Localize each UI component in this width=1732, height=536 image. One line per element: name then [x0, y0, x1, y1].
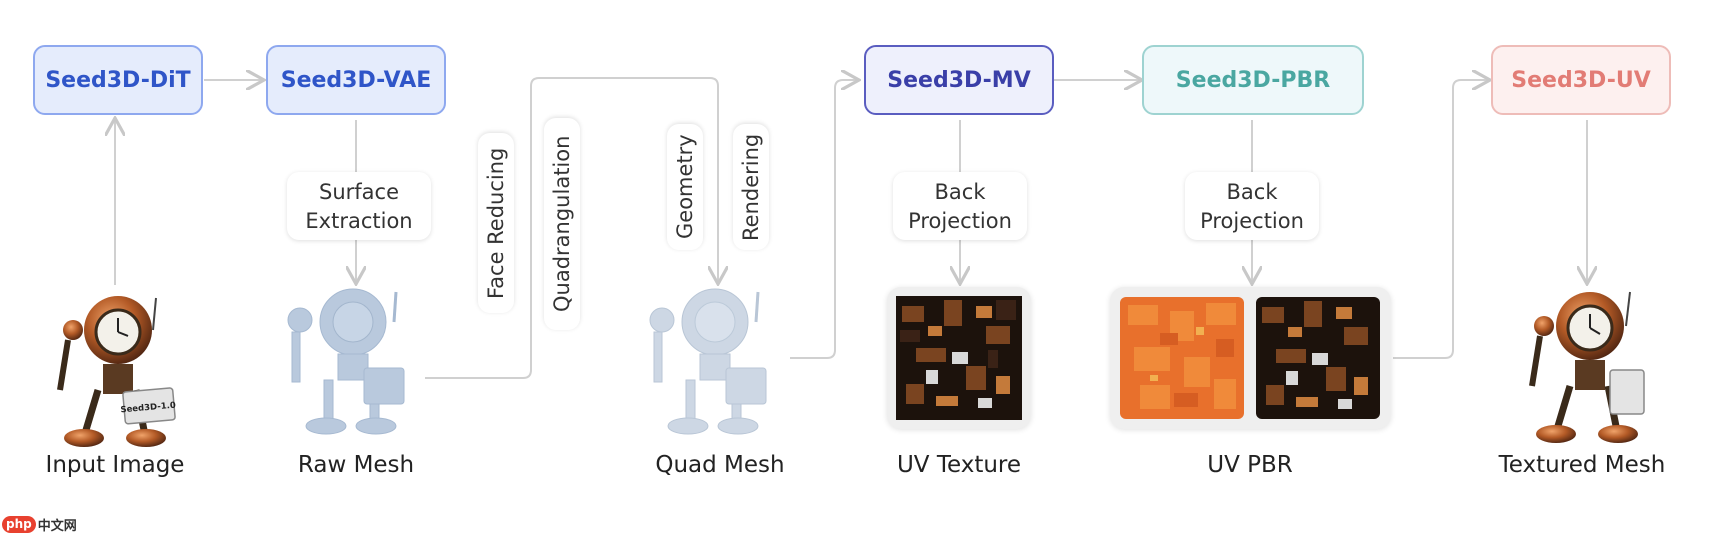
caption-uv-pbr: UV PBR [1207, 452, 1293, 478]
caption-uv-texture: UV Texture [896, 452, 1022, 478]
rendering-label: Rendering [733, 124, 769, 250]
pbr-texture-map [1256, 297, 1380, 419]
seed3d-vae-box: Seed3D-VAE [266, 45, 446, 115]
label-line: Projection [908, 209, 1012, 233]
uv-pbr-panel [1110, 287, 1391, 429]
geometry-label: Geometry [667, 124, 703, 250]
raw-mesh-image [287, 288, 405, 435]
caption-raw-mesh: Raw Mesh [297, 452, 415, 478]
seed3d-mv-box: Seed3D-MV [864, 45, 1054, 115]
quadrangulation-label: Quadrangulation [544, 118, 580, 330]
back-projection-pbr-label: Back Projection [1185, 172, 1319, 240]
label-line: Extraction [305, 209, 413, 233]
logo-php: php [2, 515, 36, 533]
logo-cn: 中文网 [37, 518, 77, 534]
php-cn-logo: php 中文网 [2, 514, 77, 534]
quad-mesh-image [649, 288, 767, 435]
uv-texture-atlas [896, 296, 1022, 420]
back-projection-mv-label: Back Projection [893, 172, 1027, 240]
uv-texture-panel [887, 287, 1031, 429]
label-line: Back [934, 180, 986, 204]
label-line: Projection [1200, 209, 1304, 233]
surface-extraction-label: Surface Extraction [287, 172, 431, 240]
caption-input-image: Input Image [45, 452, 185, 478]
input-robot-image: Seed3D-1.0 [57, 296, 176, 447]
textured-mesh-image [1529, 291, 1645, 443]
pbr-albedo-map [1120, 297, 1244, 419]
seed3d-uv-box: Seed3D-UV [1491, 45, 1671, 115]
face-reducing-label: Face Reducing [478, 133, 514, 313]
caption-quad-mesh: Quad Mesh [655, 452, 785, 478]
label-line: Surface [318, 180, 399, 204]
seed3d-dit-box: Seed3D-DiT [33, 45, 203, 115]
label-line: Back [1226, 180, 1278, 204]
caption-textured-mesh: Textured Mesh [1498, 452, 1666, 478]
sign-text: Seed3D-1.0 [120, 401, 176, 416]
seed3d-pbr-box: Seed3D-PBR [1142, 45, 1364, 115]
